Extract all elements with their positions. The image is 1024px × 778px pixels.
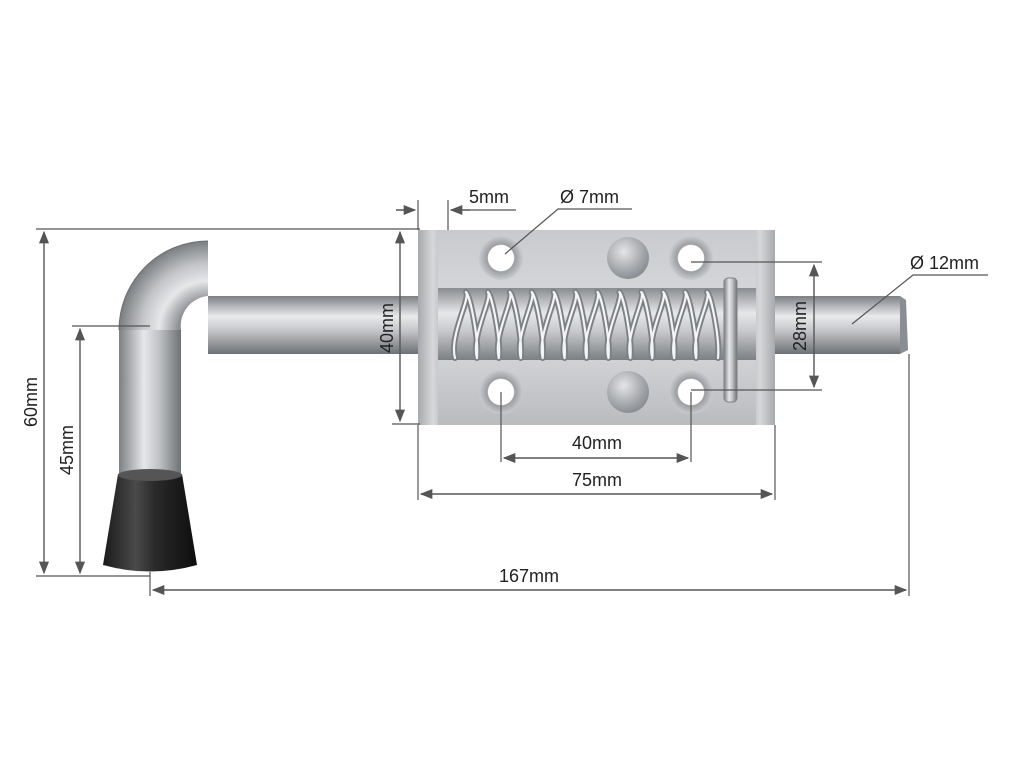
rubber-grip: [103, 474, 197, 572]
dim-hole-spacing: 40mm: [572, 433, 622, 453]
dim-plate-height: 40mm: [377, 303, 397, 353]
dim-bolt-diameter: Ø 12mm: [910, 253, 979, 273]
mount-hole: [479, 236, 523, 280]
mount-hole: [669, 236, 713, 280]
dim-handle-height: 45mm: [57, 425, 77, 475]
dim-body-length: 75mm: [572, 470, 622, 490]
dim-hole-diameter: Ø 7mm: [560, 187, 619, 207]
dim-bolt-offset: 28mm: [790, 301, 810, 351]
extension-lines: [36, 200, 910, 596]
handle-rod: [118, 240, 608, 480]
spring-coil-stroke: [452, 290, 720, 360]
stop-pin: [723, 277, 738, 403]
dim-gap-width: 5mm: [469, 187, 509, 207]
latch-body: [418, 230, 775, 425]
bolt-end: [770, 296, 908, 354]
rivet-bump: [607, 237, 649, 279]
dim-total-length: 167mm: [499, 566, 559, 586]
spring-coil: [450, 289, 722, 361]
dim-total-height: 60mm: [21, 377, 41, 427]
rivet-bump: [607, 371, 649, 413]
